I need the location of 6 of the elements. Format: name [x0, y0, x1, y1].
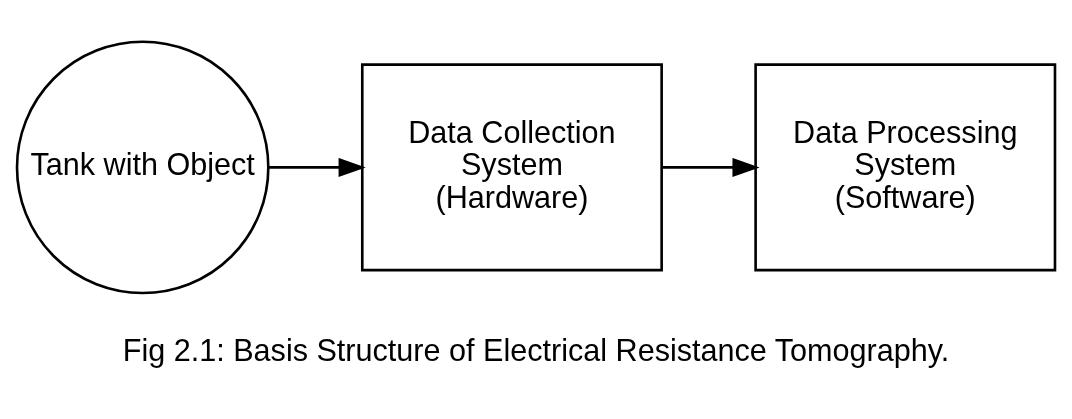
node-box: Data Processing System (Software): [754, 62, 1057, 271]
node-circle: Tank with Object: [15, 39, 270, 294]
arrow: [661, 157, 760, 177]
caption: Fig 2.1: Basis Structure of Electrical Resistance Tomography.: [122, 332, 950, 367]
node-box: Data Collection System (Hardware): [360, 62, 663, 271]
arrow: [268, 157, 366, 177]
